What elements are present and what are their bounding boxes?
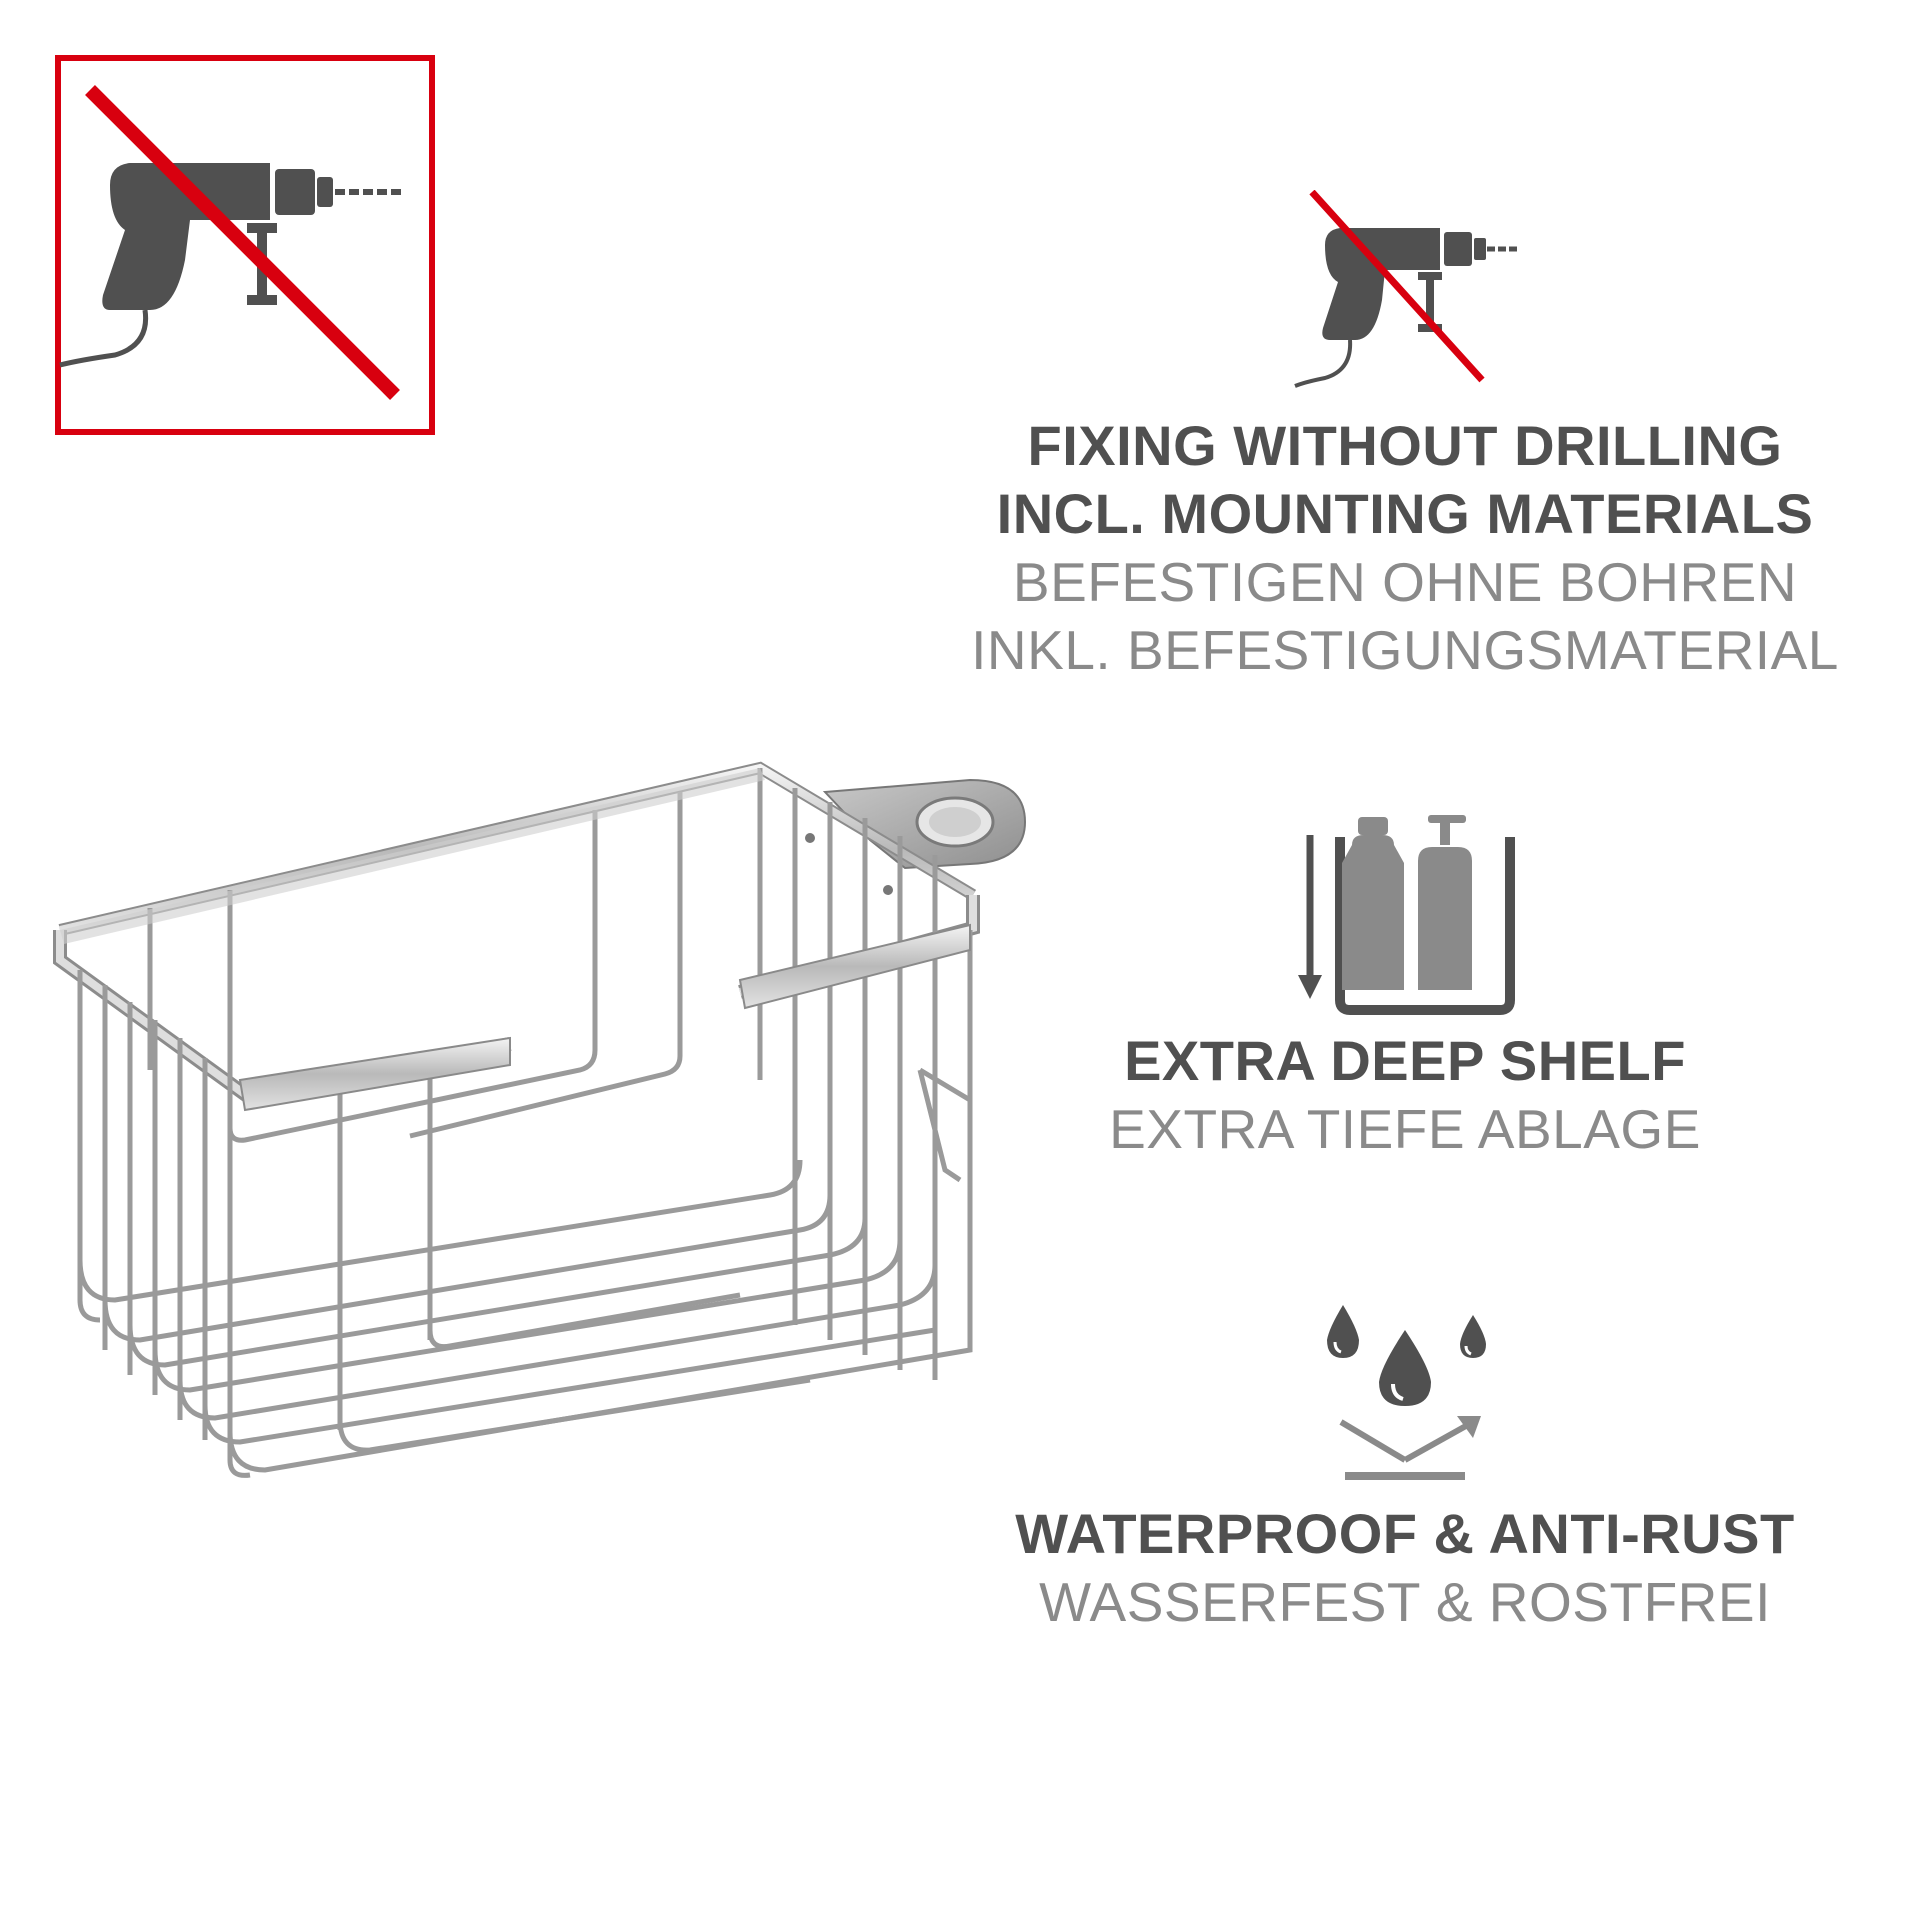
waterproof-drops-icon [1327, 1305, 1486, 1480]
heading-en: WATERPROOF & ANTI-RUST [1015, 1502, 1795, 1565]
front-flat-bars [60, 768, 971, 1112]
feature-deep-shelf: EXTRA DEEP SHELF EXTRA TIEFE ABLAGE [940, 815, 1870, 1163]
mounting-clamp [805, 778, 1027, 895]
heading-en-line-2: INCL. MOUNTING MATERIALS [996, 482, 1814, 545]
feature-waterproof: WATERPROOF & ANTI-RUST WASSERFEST & ROST… [940, 1300, 1870, 1636]
no-drill-icon [1294, 190, 1518, 388]
heading-de-line-2: INKL. BEFESTIGUNGSMATERIAL [971, 619, 1839, 681]
heading-de-line-1: BEFESTIGEN OHNE BOHREN [1012, 551, 1798, 613]
heading-de: WASSERFEST & ROSTFREI [1039, 1571, 1771, 1633]
heading-de: EXTRA TIEFE ABLAGE [1109, 1098, 1701, 1160]
deep-shelf-icon [1298, 815, 1515, 1015]
product-image [40, 740, 1060, 1570]
feature-no-drilling: FIXING WITHOUT DRILLING INCL. MOUNTING M… [940, 190, 1870, 684]
no-drill-icon [55, 55, 435, 435]
heading-en-line-1: FIXING WITHOUT DRILLING [1027, 414, 1783, 477]
heading-en: EXTRA DEEP SHELF [1124, 1029, 1686, 1092]
chrome-basket-illustration [53, 761, 1027, 1478]
no-drill-badge [55, 55, 435, 435]
